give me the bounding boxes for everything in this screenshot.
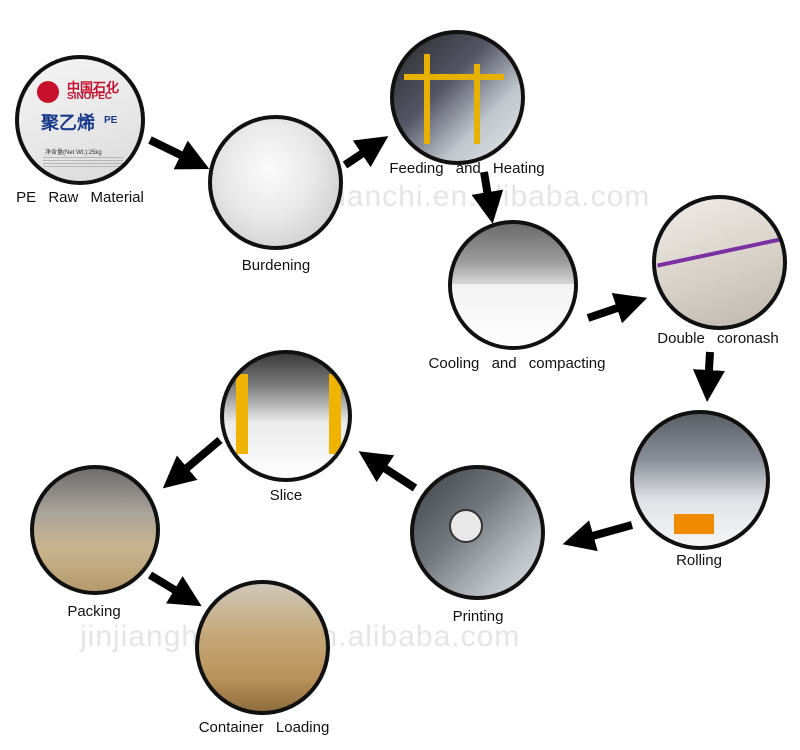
arrow-coronash-to-rolling: [692, 351, 725, 402]
feeding-heating-image: [390, 30, 525, 165]
printing-image: [410, 465, 545, 600]
bag-product-suffix: PE: [104, 115, 118, 126]
orange-guard: [674, 514, 714, 534]
arrow-packing-to-container: [147, 571, 202, 607]
step-label: Packing: [67, 603, 121, 620]
step-label: Slice: [269, 487, 303, 504]
bag-brand-en: SINOPEC: [67, 91, 113, 102]
arrow-printing-to-slice: [358, 451, 418, 492]
arrow-raw-to-burdening: [148, 136, 210, 170]
step-label: Burdening: [241, 257, 311, 274]
film-sheet: [452, 284, 574, 346]
arrow-burdening-to-feeding: [342, 136, 389, 169]
packing-image: [30, 465, 160, 595]
step-label: Cooling and compacting: [428, 355, 606, 372]
bag-net-weight: 净含量(Net Wt.):25kg: [45, 150, 102, 156]
slice-image: [220, 350, 352, 482]
sinopec-logo: [37, 81, 59, 103]
step-label: Feeding and Heating: [389, 160, 545, 177]
step-label: Rolling: [676, 552, 722, 569]
step-label: Printing: [452, 608, 504, 625]
rolling-image: [630, 410, 770, 550]
yellow-frame: [424, 54, 430, 144]
double-coronash-image: [652, 195, 787, 330]
container-loading-image: [195, 580, 330, 715]
cooling-compacting-image: [448, 220, 578, 350]
yellow-frame: [329, 374, 341, 454]
step-label: PE Raw Material: [16, 189, 144, 206]
bag-brand-cn: 中国石化: [67, 80, 120, 95]
arrow-rolling-to-printing: [562, 520, 634, 552]
pe-raw-material-image: 中国石化 SINOPEC 聚乙烯 PE 净含量(Net Wt.):25kg: [15, 55, 145, 185]
bag-fine-print: [43, 157, 123, 169]
gauge-panel: [449, 509, 483, 543]
step-label: Double coronash: [657, 330, 779, 347]
yellow-frame: [404, 74, 504, 80]
arrow-slice-to-packing: [162, 436, 223, 489]
yellow-frame: [236, 374, 248, 454]
yellow-frame: [474, 64, 480, 144]
bag-product-cn: 聚乙烯: [41, 113, 95, 133]
step-label: Container Loading: [198, 719, 330, 736]
burdening-image: [208, 115, 343, 250]
roller-stripe: [657, 234, 783, 268]
arrow-cooling-to-coronash: [586, 293, 648, 324]
